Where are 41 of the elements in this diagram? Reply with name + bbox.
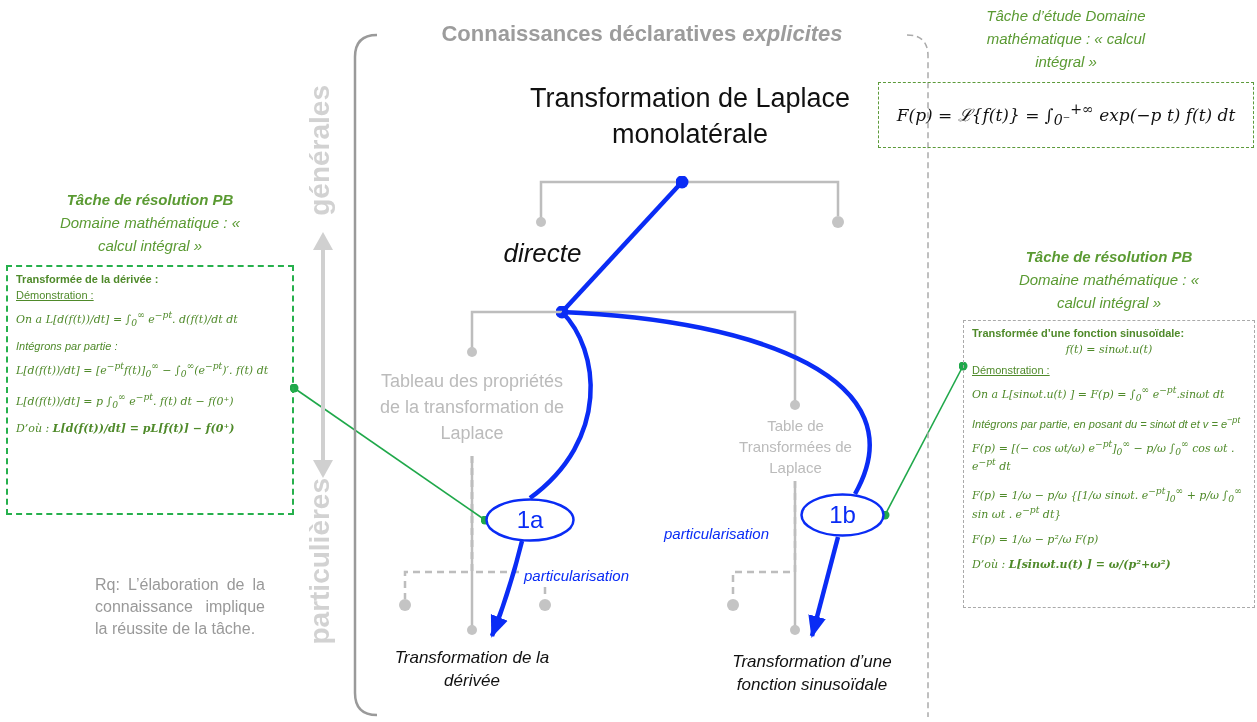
formula-text: F(p) = [(− cos ωt/ω) e$^{−pt}$]$_{0}$$^{∞}$ − p/ω ∫$_{0}$$^{∞}$ cos ωt . e$^{−pt}$ dt <box>972 437 1236 473</box>
connector-line <box>541 310 800 410</box>
branch-label: directe <box>495 226 590 312</box>
formula-text: On a L[sinωt.u(t) ] = F(p) = ∫$_{0}$$^{∞}$ e$^{−pt}$.sinωt dt <box>972 384 1226 403</box>
formula-text: D’où : L[d(f(t))/dt] = pL[f(t)] − f(0⁺) <box>16 421 236 435</box>
node-dot <box>832 216 844 228</box>
formula-text: L[d(f(t))/dt] = p ∫$_{0}$$^{∞}$ e$^{−pt}$. f(t) dt − f(0⁺) <box>16 390 235 410</box>
formula-text: On a L[d(f(t))/dt] = ∫$_{0}$$^{∞}$ e$^{−pt}$. d(f(t)/dt dt <box>16 309 239 328</box>
concept-title: Transformation de Laplace monolatérale <box>500 80 880 182</box>
connector-line <box>790 481 800 635</box>
formula-text: f(t) = sinωt.u(t) <box>1064 343 1154 356</box>
formula-text: F(p) = ℒ{f(t)} = ∫$_{0⁻}$$^{+∞}$ exp(−p t) f(t) dt <box>896 101 1236 129</box>
connector-line <box>467 310 541 357</box>
note-text: Intégrons par partie, en posant du = sinωt dt et v = e$^{−pt}$ <box>972 414 1241 430</box>
node-dot <box>727 599 739 611</box>
formula-text: F(p) = 1/ω − p²/ω F(p) <box>972 532 1100 546</box>
node-label: Connaissances déclaratives explicites <box>441 21 843 46</box>
section-heading: Démonstration : <box>972 364 1051 376</box>
formula-text: D’où : L[sinωt.u(t) ] = ω/(p²+ω²) <box>972 557 1172 571</box>
step-ellipse: 1b <box>800 493 885 537</box>
concept-label: Transformation de la dérivée <box>387 636 557 692</box>
arrow <box>489 540 525 638</box>
box-title: Transformée d’une fonction sinusoïdale: <box>972 327 1186 339</box>
task-heading: Tâche d’étude Domaine mathématique : « calcul intégral » <box>985 6 1147 72</box>
connector-line <box>528 310 593 500</box>
node-dot <box>539 599 551 611</box>
note-text: Rq: L’élaboration de la connaissance implique la réussite de la tâche. <box>95 575 265 639</box>
arrow <box>808 536 841 638</box>
node-dot <box>399 599 411 611</box>
connector-line <box>561 309 872 495</box>
concept-label: Tableau des propriétés de la transformation de Laplace <box>372 358 572 456</box>
concept-label: Transformation d’une fonction sinusoïdale <box>712 636 912 696</box>
task-heading: Tâche de résolution PB Domaine mathématique : « calcul intégral » <box>1017 247 1201 313</box>
concept-label: Table de Transformées de Laplace <box>728 411 863 481</box>
formula-text: L[d(f(t))/dt] = [e$^{−pt}$f(t)]$_{0}$$^{∞}$ − ∫$_{0}$$^{∞}$(e$^{−pt}$)′. f(t) dt <box>16 359 270 379</box>
task-heading: Tâche de résolution PB Domaine mathématique : « calcul intégral » <box>58 190 242 256</box>
section-heading: Démonstration : <box>16 289 95 301</box>
note-text: Intégrons par partie : <box>16 339 119 352</box>
step-ellipse: 1a <box>485 498 575 542</box>
connector-line <box>555 175 689 319</box>
box-title: Transformée de la dérivée : <box>16 273 160 285</box>
